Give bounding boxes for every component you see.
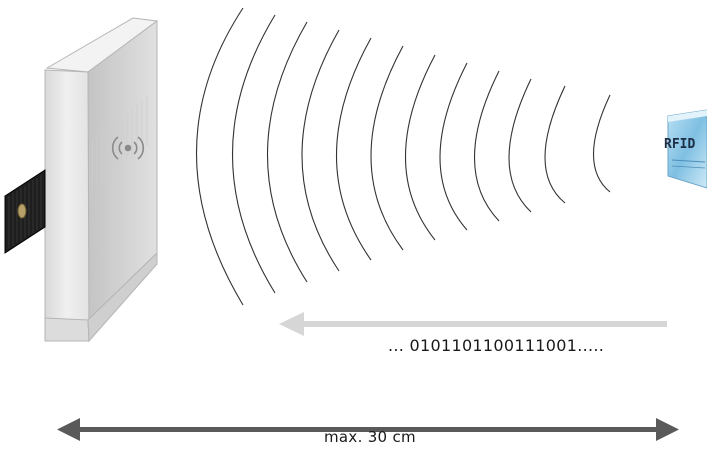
distance-arrow	[57, 418, 679, 441]
wave-arc	[196, 7, 244, 306]
radio-waves	[196, 7, 611, 306]
rfid-tag	[667, 109, 707, 189]
rfid-tag-label: RFID	[664, 137, 696, 152]
wireless-signal-icon	[111, 136, 145, 160]
reader-base-side	[87, 251, 158, 343]
wave-arc	[266, 21, 308, 283]
wave-arc	[473, 70, 500, 222]
data-flow-arrow	[279, 312, 667, 336]
wave-arc	[405, 54, 436, 241]
wave-arc	[301, 29, 340, 272]
card-chip-icon	[17, 203, 27, 219]
reader-front-face	[44, 69, 90, 342]
wave-arc	[593, 94, 611, 193]
wave-arc	[508, 78, 532, 213]
data-stream-label: ... 0101101100111001.....	[388, 336, 605, 355]
wave-arc	[335, 37, 372, 261]
wave-arc	[370, 45, 404, 251]
range-label: max. 30 cm	[324, 428, 416, 446]
rfid-reader-device	[44, 17, 159, 343]
wave-arc	[544, 85, 566, 204]
wave-arc	[231, 14, 276, 294]
reader-base-band	[44, 317, 90, 342]
access-card	[4, 169, 46, 254]
wave-arc	[439, 62, 468, 231]
